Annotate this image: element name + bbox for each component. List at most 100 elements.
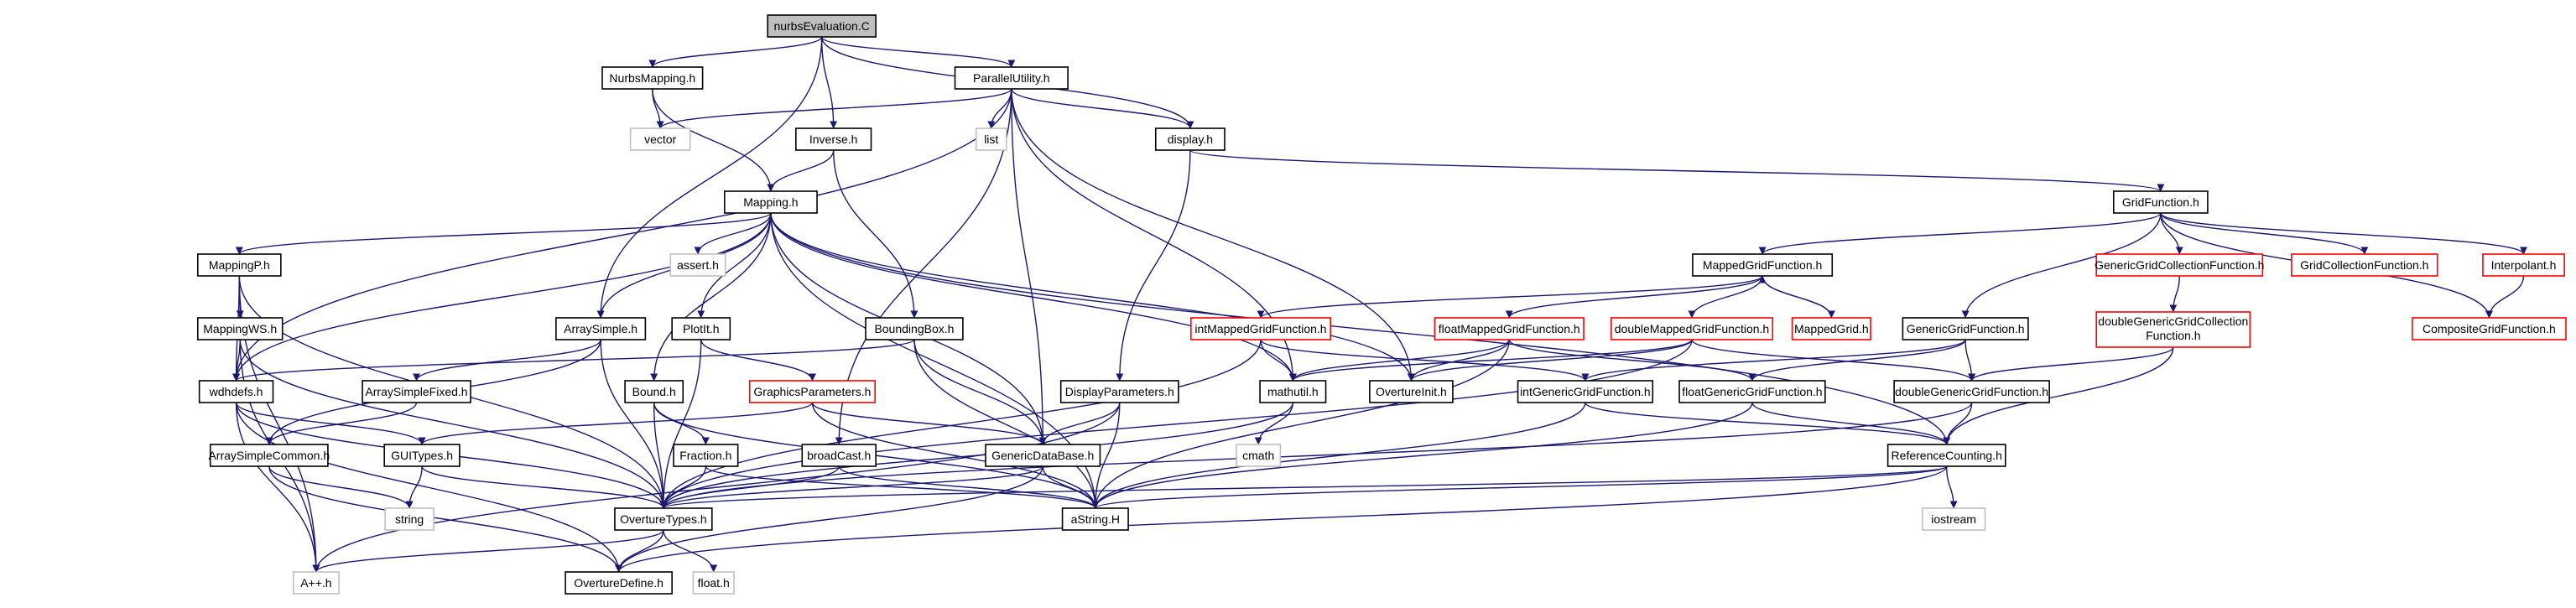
node-ovdefine[interactable]: OvertureDefine.h	[565, 571, 673, 595]
node-label-app: A++.h	[300, 576, 331, 590]
node-label-display: display.h	[1168, 133, 1213, 146]
edge-mapping-to-refcount	[770, 212, 1951, 445]
edge-display-to-dp	[1116, 149, 1191, 382]
edge-iggf-to-refcount	[1585, 402, 1951, 445]
node-label-imgf: intMappedGridFunction.h	[1194, 322, 1326, 335]
node-box-assert	[669, 253, 726, 277]
node-arraysimple[interactable]: ArraySimple.h	[555, 317, 647, 340]
node-fraction[interactable]: Fraction.h	[673, 444, 739, 467]
edge-dp-to-gdb	[1038, 402, 1121, 445]
node-box-broadcast	[801, 444, 877, 467]
node-plotit[interactable]: PlotIt.h	[671, 317, 731, 340]
edge-mgf-to-imgf	[1257, 275, 1763, 319]
node-ggf[interactable]: GenericGridFunction.h	[1902, 317, 2029, 340]
node-label-assert: assert.h	[677, 258, 719, 272]
node-box-cgf	[2412, 317, 2567, 340]
node-gdb[interactable]: GenericDataBase.h	[985, 444, 1101, 467]
node-ggcf[interactable]: GenericGridCollectionFunction.h	[2095, 253, 2264, 277]
edge-mapping-to-ovinit	[770, 212, 1415, 382]
edge-gp-to-gdb	[811, 402, 1047, 445]
node-cgf[interactable]: CompositeGridFunction.h	[2412, 317, 2567, 340]
edge-refcount-to-iostream	[1946, 465, 1958, 509]
node-parallel[interactable]: ParallelUtility.h	[954, 66, 1069, 90]
node-mappingws[interactable]: MappingWS.h	[196, 317, 284, 340]
node-ovtypes[interactable]: OvertureTypes.h	[614, 507, 713, 531]
edge-ggf-to-dggf	[1965, 339, 1976, 382]
edge-plotit-to-gp	[700, 339, 816, 382]
node-label-broadcast: broadCast.h	[807, 449, 871, 462]
node-wdhdefs[interactable]: wdhdefs.h	[198, 380, 274, 403]
node-nurbs[interactable]: nurbsEvaluation.C	[767, 14, 877, 38]
edge-mapping-to-mathutil	[770, 212, 1297, 382]
node-floath: float.h	[692, 571, 735, 595]
node-box-ovinit	[1369, 380, 1454, 403]
node-box-wdhdefs	[198, 380, 274, 403]
edge-ascommon-to-string	[268, 465, 414, 509]
node-fmgf[interactable]: floatMappedGridFunction.h	[1434, 317, 1585, 340]
node-gcf[interactable]: GridCollectionFunction.h	[2291, 253, 2438, 277]
node-label-wdhdefs: wdhdefs.h	[209, 385, 263, 398]
node-box-mappedgrid	[1791, 317, 1871, 340]
node-mappingp[interactable]: MappingP.h	[196, 253, 282, 277]
node-label-asfixed: ArraySimpleFixed.h	[365, 385, 467, 398]
node-box-inverse	[795, 127, 872, 151]
node-mappedgrid[interactable]: MappedGrid.h	[1791, 317, 1871, 340]
node-refcount[interactable]: ReferenceCounting.h	[1886, 444, 2006, 467]
node-mathutil[interactable]: mathutil.h	[1259, 380, 1327, 403]
edge-parallel-to-display	[1011, 88, 1194, 129]
node-asfixed[interactable]: ArraySimpleFixed.h	[362, 380, 471, 403]
node-guitypes[interactable]: GUITypes.h	[383, 444, 461, 467]
edge-ovtypes-to-floath	[663, 529, 718, 573]
node-label-arraysimple: ArraySimple.h	[564, 322, 637, 335]
edge-dmgf-to-dggf	[1691, 339, 1976, 382]
node-label-dmgf: doubleMappedGridFunction.h	[1615, 322, 1769, 335]
edge-mapping-to-bound	[650, 212, 772, 382]
node-box-gp	[748, 380, 877, 403]
node-gp[interactable]: GraphicsParameters.h	[748, 380, 877, 403]
node-ascommon[interactable]: ArraySimpleCommon.h	[208, 444, 330, 467]
edge-gdb-to-ovtypes	[659, 465, 1043, 509]
edge-bbox-to-gdb	[913, 339, 1047, 445]
node-imgf[interactable]: intMappedGridFunction.h	[1190, 317, 1331, 340]
node-inverse[interactable]: Inverse.h	[795, 127, 872, 151]
node-label-inverse: Inverse.h	[809, 133, 858, 146]
node-box-mathutil	[1259, 380, 1327, 403]
node-box-ggcf	[2095, 253, 2264, 277]
node-astring[interactable]: aString.H	[1061, 507, 1129, 531]
node-box-mapping	[723, 190, 818, 214]
node-box-floath	[692, 571, 735, 595]
node-dp[interactable]: DisplayParameters.h	[1059, 380, 1179, 403]
node-broadcast[interactable]: broadCast.h	[801, 444, 877, 467]
node-gridfunc[interactable]: GridFunction.h	[2112, 190, 2209, 214]
node-label-ggf: GenericGridFunction.h	[1907, 322, 2025, 335]
node-iggf[interactable]: intGenericGridFunction.h	[1517, 380, 1654, 403]
edge-parallel-to-ovinit	[1011, 88, 1415, 382]
node-label-mappingp: MappingP.h	[209, 258, 270, 272]
node-display[interactable]: display.h	[1154, 127, 1226, 151]
node-dmgf[interactable]: doubleMappedGridFunction.h	[1610, 317, 1774, 340]
edge-dp-to-app	[312, 402, 1121, 573]
edge-gdb-to-ovdefine	[615, 465, 1043, 573]
node-mgf[interactable]: MappedGridFunction.h	[1692, 253, 1834, 277]
edge-broadcast-to-ovtypes	[659, 465, 840, 509]
node-mapping[interactable]: Mapping.h	[723, 190, 818, 214]
node-box-dggf	[1893, 380, 2050, 403]
edge-gridfunc-to-ggf	[1961, 212, 2162, 319]
edge-parallel-to-gdb	[1011, 88, 1047, 445]
edge-mathutil-to-ovtypes	[659, 402, 1294, 509]
node-bbox[interactable]: BoundingBox.h	[865, 317, 964, 340]
node-fggf[interactable]: floatGenericGridFunction.h	[1678, 380, 1826, 403]
node-ovinit[interactable]: OvertureInit.h	[1369, 380, 1454, 403]
edge-mapping-to-assert	[694, 212, 772, 255]
node-bound[interactable]: Bound.h	[624, 380, 684, 403]
node-interp[interactable]: Interpolant.h	[2482, 253, 2565, 277]
node-vector: vector	[629, 127, 691, 151]
node-box-nurbs	[767, 14, 877, 38]
node-box-ggf	[1902, 317, 2029, 340]
node-label-cgf: CompositeGridFunction.h	[2422, 322, 2556, 335]
edge-dmgf-to-ovinit	[1408, 339, 1693, 382]
node-label-iggf: intGenericGridFunction.h	[1520, 385, 1651, 398]
node-dggf[interactable]: doubleGenericGridFunction.h	[1893, 380, 2050, 403]
node-nurbsmap[interactable]: NurbsMapping.h	[601, 66, 704, 90]
